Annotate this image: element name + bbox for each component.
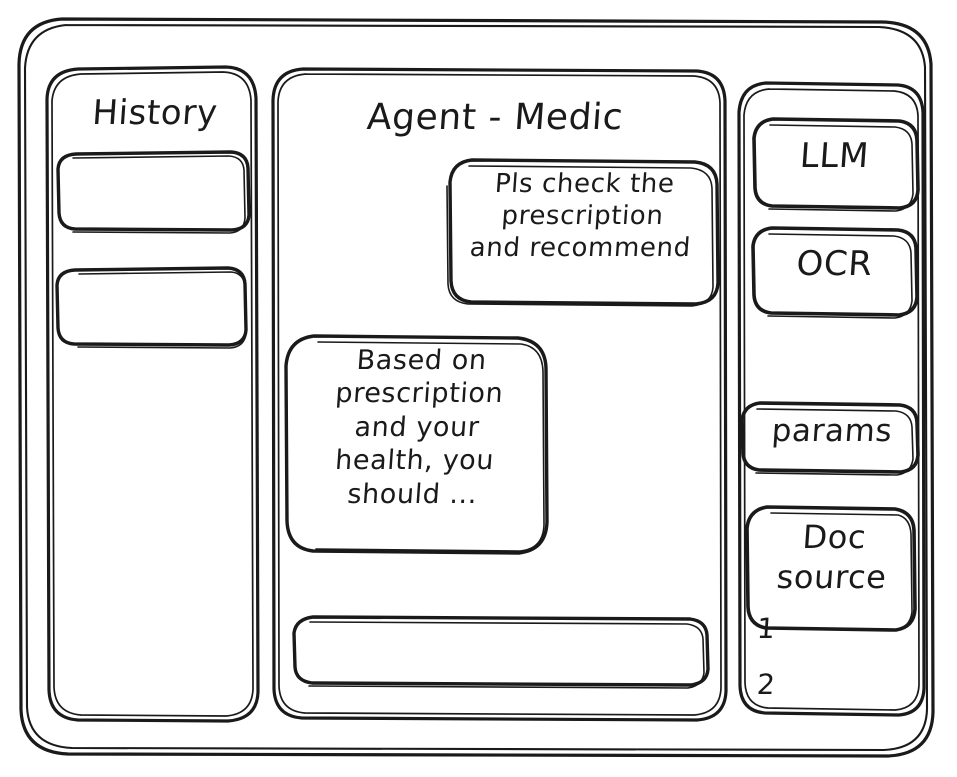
window-frame bbox=[17, 17, 935, 758]
agent-message-bubble-outline bbox=[284, 334, 549, 555]
tool-button-params-label: params bbox=[770, 413, 894, 449]
tool-llm-outline[interactable] bbox=[752, 117, 920, 212]
main-panel-outline bbox=[271, 67, 728, 722]
history-panel-title: History bbox=[91, 93, 219, 133]
doc-source-label: Doc source bbox=[775, 518, 888, 596]
doc-source-item-2[interactable]: 2 bbox=[755, 668, 777, 701]
tool-ocr-outline[interactable] bbox=[751, 226, 919, 319]
tools-panel-outline bbox=[737, 81, 926, 717]
agent-message-text: Based on prescription and your health, y… bbox=[334, 345, 505, 510]
tool-params-outline[interactable] bbox=[740, 401, 920, 476]
history-panel-outline[interactable] bbox=[45, 65, 260, 723]
history-item-2-outline[interactable] bbox=[55, 266, 248, 349]
tool-button-llm-label: LLM bbox=[798, 136, 871, 176]
doc-source-item-1[interactable]: 1 bbox=[755, 612, 777, 645]
tool-button-ocr-label: OCR bbox=[795, 244, 874, 284]
page-title: Agent - Medic bbox=[365, 97, 625, 138]
composer-outline[interactable] bbox=[292, 615, 710, 689]
history-item-1-outline[interactable] bbox=[56, 150, 251, 234]
user-message-text: Pls check the prescription and recommend bbox=[468, 169, 692, 264]
user-message-bubble-outline bbox=[446, 158, 720, 307]
doc-source-outline[interactable] bbox=[745, 505, 917, 632]
